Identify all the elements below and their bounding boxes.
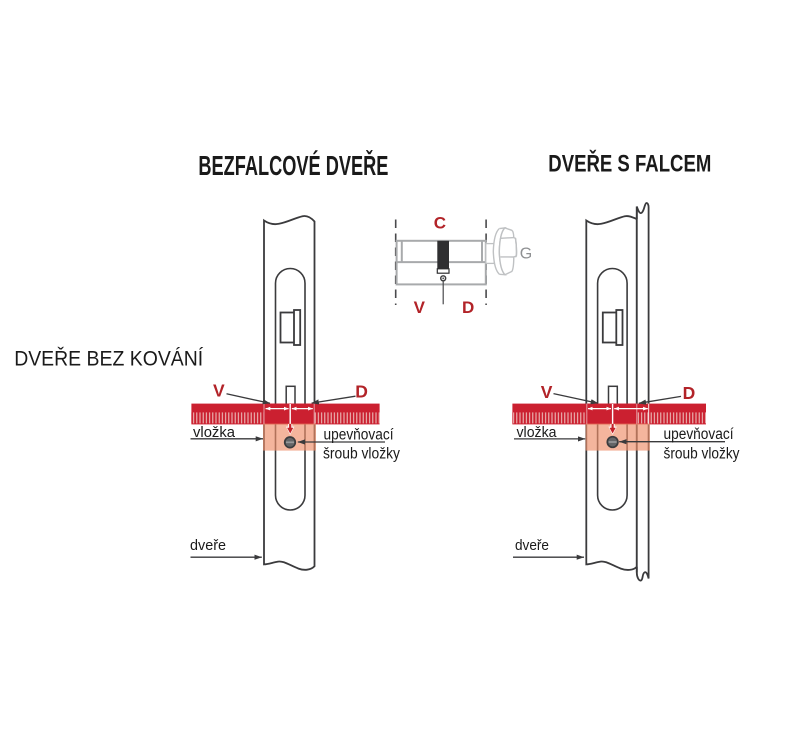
svg-text:šroub vložky: šroub vložky	[664, 445, 740, 462]
svg-text:dveře: dveře	[190, 537, 226, 554]
svg-text:upevňovací: upevňovací	[324, 426, 395, 443]
svg-text:vložka: vložka	[193, 424, 236, 441]
svg-text:D: D	[355, 381, 368, 401]
svg-text:C: C	[434, 214, 446, 233]
svg-text:D: D	[683, 383, 696, 403]
svg-text:upevňovací: upevňovací	[664, 426, 735, 443]
svg-text:dveře: dveře	[515, 537, 549, 554]
svg-text:G: G	[520, 246, 532, 263]
svg-text:V: V	[213, 380, 225, 400]
svg-text:V: V	[541, 382, 553, 402]
svg-text:DVEŘE S FALCEM: DVEŘE S FALCEM	[548, 150, 711, 178]
svg-text:DVEŘE BEZ KOVÁNÍ: DVEŘE BEZ KOVÁNÍ	[14, 345, 203, 370]
svg-text:D: D	[462, 298, 474, 317]
svg-text:vložka: vložka	[517, 424, 558, 441]
svg-text:V: V	[414, 298, 426, 317]
svg-text:BEZFALCOVÉ DVEŘE: BEZFALCOVÉ DVEŘE	[198, 150, 388, 181]
svg-text:šroub vložky: šroub vložky	[323, 446, 400, 463]
